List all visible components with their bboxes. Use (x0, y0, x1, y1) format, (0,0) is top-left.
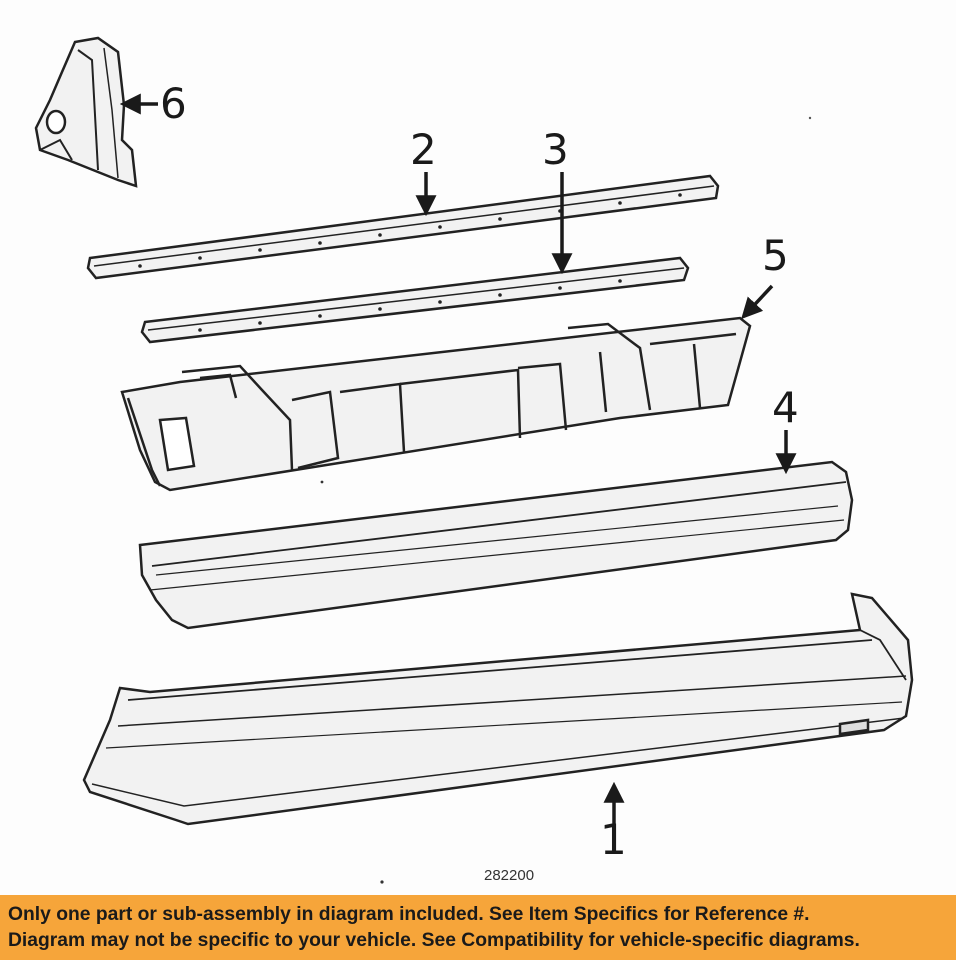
part-1-bumper-cover (82, 592, 914, 826)
callout-5-arrow (741, 284, 774, 320)
reference-number: 282200 (484, 867, 534, 884)
disclaimer-banner: Only one part or sub-assembly in diagram… (0, 895, 956, 960)
part-5-reinforcement (120, 316, 752, 492)
disclaimer-line-2: Diagram may not be specific to your vehi… (8, 930, 860, 951)
callout-6-label: 6 (160, 79, 187, 128)
scan-dot (808, 116, 812, 120)
callout-1-label: 1 (600, 815, 627, 864)
disclaimer-line-1: Only one part or sub-assembly in diagram… (8, 904, 810, 925)
callout-2-label: 2 (410, 125, 437, 174)
callout-4-label: 4 (772, 383, 799, 432)
bumper-exploded-view: 6 2 3 (34, 36, 914, 884)
part-6-bracket (34, 36, 138, 188)
parts-diagram: 6 2 3 (34, 36, 914, 884)
scan-dot (380, 880, 384, 884)
scan-dot (320, 480, 324, 484)
part-4-face-bar (138, 460, 854, 630)
callout-3-label: 3 (542, 125, 569, 174)
part-2-impact-strip (86, 174, 720, 280)
callout-5-label: 5 (762, 231, 789, 280)
part-3-impact-strip (140, 256, 690, 344)
